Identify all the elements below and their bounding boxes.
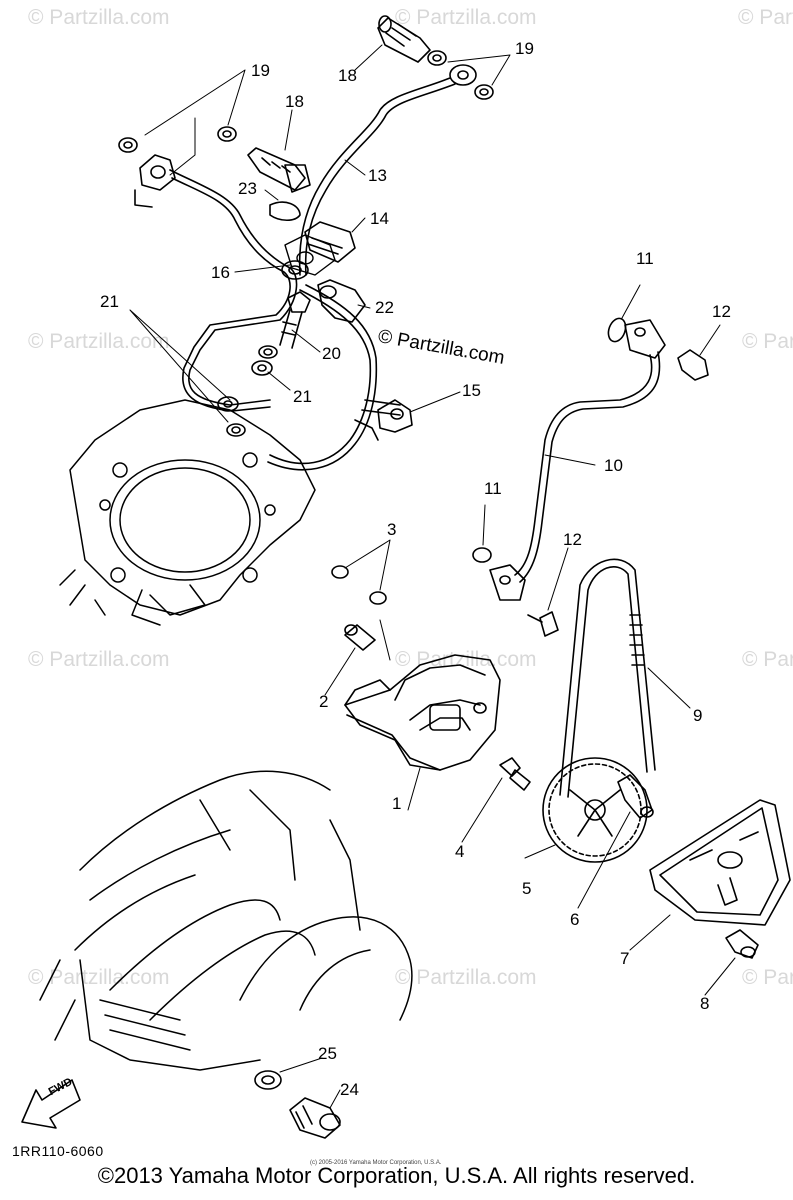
callout-12: 12 [712, 302, 731, 321]
oil-pump-1 [344, 654, 501, 771]
watermark: © Partzilla.com [28, 966, 170, 989]
bolt-6 [617, 774, 654, 819]
cylinder-head-outline [59, 399, 316, 626]
clamp-22 [317, 279, 366, 323]
callout-11: 11 [484, 479, 502, 498]
watermark: © Partzilla.com [28, 648, 170, 671]
union-bolt-20 [279, 291, 311, 349]
oil-delivery-pipe [169, 169, 401, 471]
callout-12: 12 [563, 530, 582, 549]
watermark: © Partzilla.com [738, 6, 793, 29]
callout-8: 8 [700, 994, 710, 1013]
callout-16: 16 [211, 263, 230, 282]
dowel-pin-2 [344, 624, 376, 651]
plug-bolt-24 [289, 1097, 341, 1139]
sprocket-5 [542, 757, 648, 863]
oil-pipe-13 [298, 64, 477, 276]
callout-19: 19 [515, 39, 534, 58]
watermark: © Partzilla.com [395, 6, 537, 29]
watermark: © Partzilla.com [28, 6, 170, 29]
callout-15: 15 [462, 381, 481, 400]
callout-20: 20 [322, 344, 341, 363]
callout-10: 10 [604, 456, 623, 475]
union-bolt-18-lower [247, 147, 311, 193]
watermark: © Partzilla.com [742, 330, 793, 353]
callout-24: 24 [340, 1080, 359, 1099]
callout-1: 1 [392, 794, 402, 813]
small-copyright: (c) 2005-2016 Yamaha Motor Corporation, … [310, 1160, 442, 1166]
bolt-8 [725, 929, 759, 959]
copper-washer-19 [118, 50, 494, 153]
washer-25 [254, 1070, 282, 1090]
callout-11: 11 [636, 249, 654, 268]
callout-9: 9 [693, 706, 703, 725]
callout-5: 5 [522, 879, 532, 898]
watermark: © Partzilla.com [28, 330, 170, 353]
callout-22: 22 [375, 298, 394, 317]
watermark: © Partzilla.com [395, 648, 537, 671]
sprocket-cover-7 [649, 799, 791, 926]
callout-14: 14 [370, 209, 389, 228]
leader-lines [129, 44, 736, 1109]
banjo-fitting-left [134, 154, 176, 208]
callout-18: 18 [285, 92, 304, 111]
banjo-fitting-mid [284, 234, 336, 276]
callout-7: 7 [620, 949, 630, 968]
clamp-14 [304, 221, 356, 263]
washer-21 [217, 345, 278, 437]
watermark: © Partzilla.com [742, 648, 793, 671]
clamp-23 [269, 201, 301, 222]
callout-6: 6 [570, 910, 580, 929]
callout-4: 4 [455, 842, 465, 861]
callout-19: 19 [251, 61, 270, 80]
copyright-footer: ©2013 Yamaha Motor Corporation, U.S.A. A… [97, 1163, 696, 1188]
callout-21: 21 [100, 292, 119, 311]
oil-pipe-10 [489, 319, 666, 601]
bolt-12 [527, 349, 709, 637]
callout-25: 25 [318, 1044, 337, 1063]
callout-2: 2 [319, 692, 329, 711]
callout-13: 13 [368, 166, 387, 185]
washer-16 [281, 260, 309, 280]
diagram-code: 1RR110-6060 [12, 1143, 104, 1159]
watermark: © Partzilla.com [395, 966, 537, 989]
o-ring-3 [331, 565, 387, 605]
callout-3: 3 [387, 520, 397, 539]
callout-23: 23 [238, 179, 257, 198]
clamp-15 [354, 399, 413, 441]
callout-21: 21 [293, 387, 312, 406]
o-ring-11 [472, 317, 627, 563]
bolt-4 [499, 757, 531, 791]
fwd-arrow-icon [21, 1079, 81, 1129]
watermark: © Partzilla.com [742, 966, 793, 989]
callout-18: 18 [338, 66, 357, 85]
union-bolt-18-upper [377, 15, 431, 63]
drive-chain-9 [559, 558, 656, 798]
crankcase-outline [39, 770, 413, 1071]
